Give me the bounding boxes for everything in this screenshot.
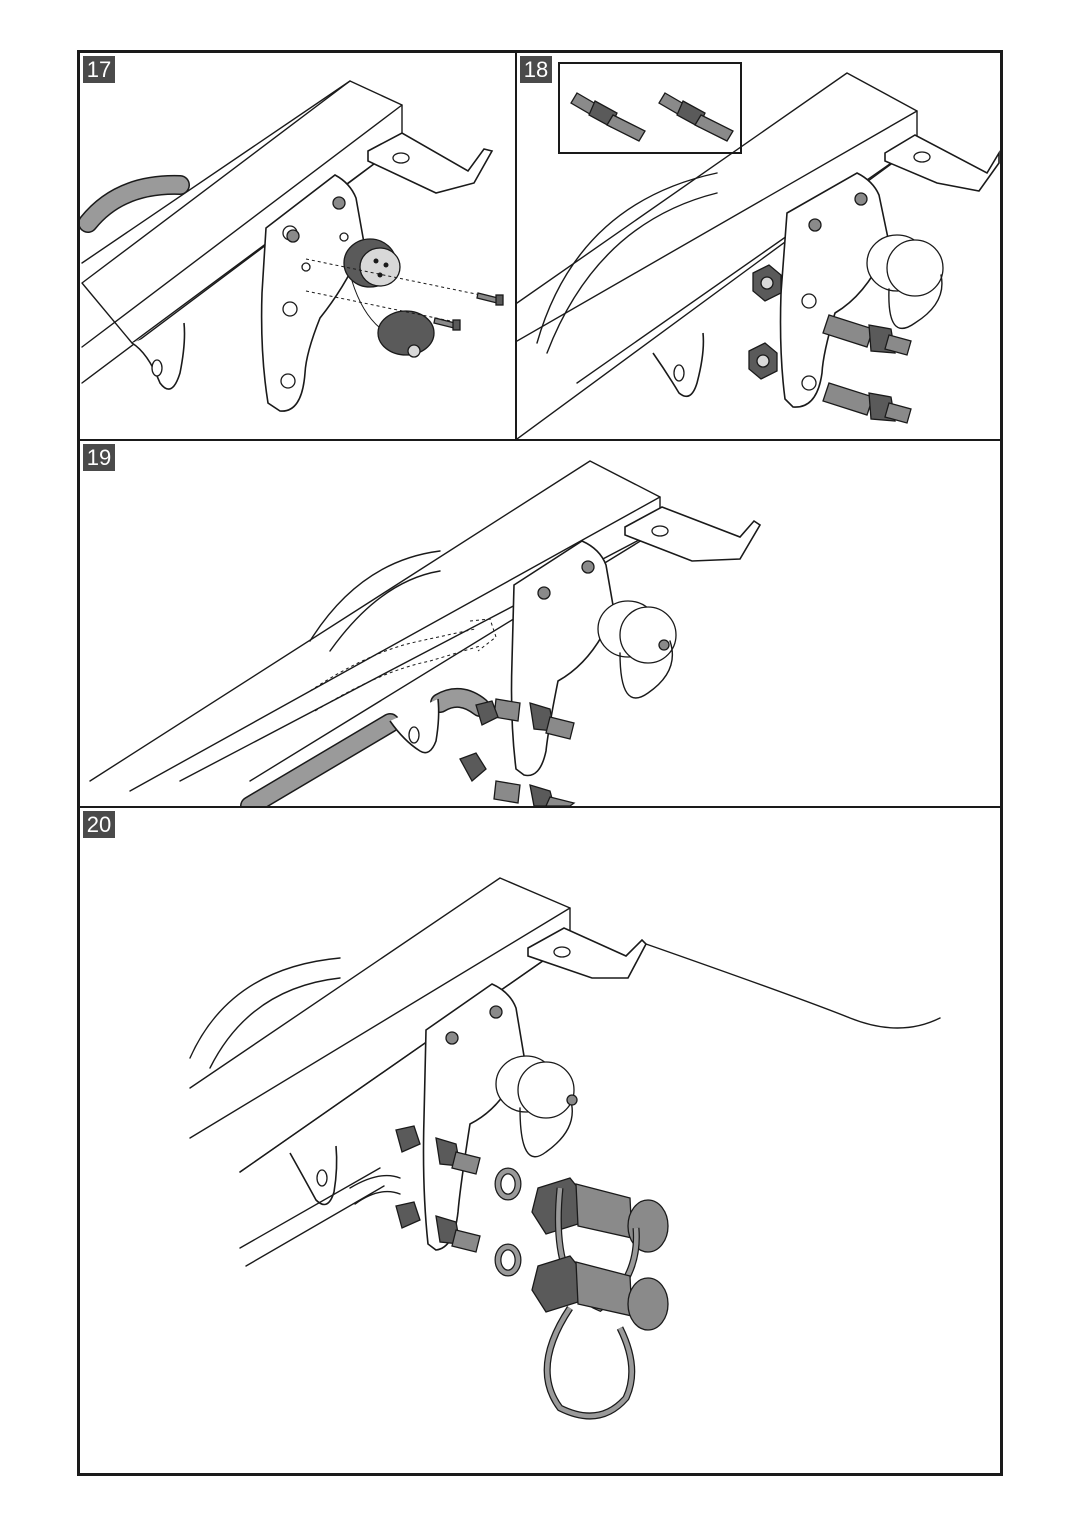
step-badge: 17 — [83, 56, 115, 83]
hydraulic-coupling — [395, 1201, 481, 1253]
seal-ring-icon — [494, 1243, 522, 1277]
seal-ring-icon — [494, 1167, 522, 1201]
nut-icon — [748, 342, 778, 380]
horizontal-divider-2 — [80, 806, 1000, 808]
step-18-panel: 18 — [517, 53, 1000, 439]
step-17-panel: 17 — [80, 53, 515, 439]
step-18-illustration — [517, 62, 1000, 439]
mounting-bracket — [260, 174, 365, 412]
step-19-illustration — [89, 460, 762, 806]
mounting-bracket — [779, 172, 890, 408]
dust-cap-icon — [597, 600, 677, 699]
fittings-inset — [570, 92, 734, 142]
bolt-icon — [476, 292, 504, 306]
step-badge: 19 — [83, 444, 115, 471]
mounting-bracket — [510, 540, 615, 777]
step-20-panel: 20 — [80, 808, 1000, 1473]
hydraulic-coupling — [822, 314, 912, 356]
instruction-sheet-frame: 17 — [77, 50, 1003, 1476]
mounting-bracket — [422, 983, 525, 1251]
bolt-icon — [433, 317, 461, 331]
step-20-illustration — [189, 877, 941, 1420]
hydraulic-coupling — [822, 382, 912, 424]
hydraulic-coupling — [475, 698, 575, 740]
electrical-socket — [343, 238, 435, 358]
step-badge: 20 — [83, 811, 115, 838]
hydraulic-coupling — [459, 752, 576, 806]
hydraulic-coupling — [395, 1125, 481, 1175]
hydraulic-coupling — [531, 1255, 669, 1420]
dust-cap-icon — [866, 234, 944, 329]
horizontal-divider-1 — [80, 439, 1000, 441]
parts-inset — [558, 62, 742, 154]
vertical-divider — [515, 53, 517, 440]
step-badge: 18 — [520, 56, 552, 83]
step-19-panel: 19 — [80, 441, 1000, 806]
dust-cap-icon — [495, 1055, 578, 1158]
nut-icon — [752, 264, 782, 302]
step-17-illustration — [80, 80, 504, 412]
